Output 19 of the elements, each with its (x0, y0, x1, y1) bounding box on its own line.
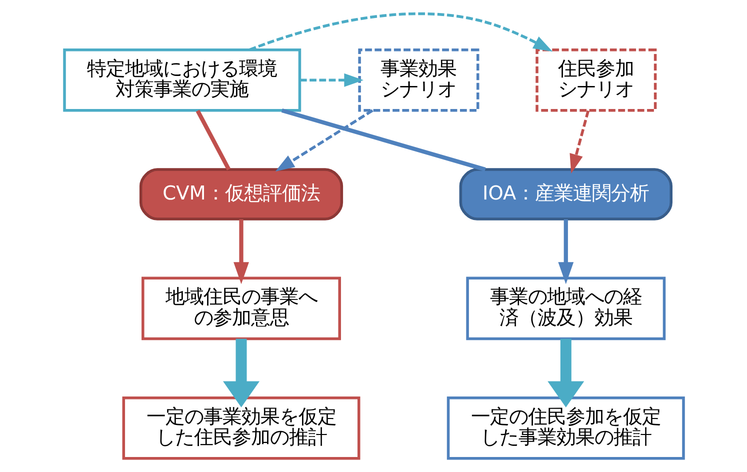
node-box: 一定の住民参加を仮定した事業効果の推計 (446, 396, 684, 460)
node-box: 住民参加シナリオ (535, 48, 656, 112)
arrow (248, 12, 552, 52)
arrow (299, 73, 363, 87)
connector (280, 108, 486, 172)
node-box: CVM：仮想評価法 (138, 168, 343, 220)
arrow (274, 109, 373, 172)
arrow (222, 338, 260, 408)
arrow (233, 219, 248, 284)
connector (195, 110, 230, 170)
node-box: 一定の事業効果を仮定した住民参加の推計 (122, 396, 360, 460)
node-box: 特定地域における環境対策事業の実施 (62, 48, 301, 112)
arrow (547, 338, 584, 408)
arrow (569, 110, 590, 174)
node-box: 地域住民の事業への参加意思 (141, 276, 340, 340)
node-box: 事業の地域への経済（波及）効果 (466, 276, 666, 340)
node-box: 事業効果シナリオ (358, 48, 479, 112)
node-box: IOA：産業連関分析 (458, 168, 672, 220)
arrow (558, 219, 574, 284)
